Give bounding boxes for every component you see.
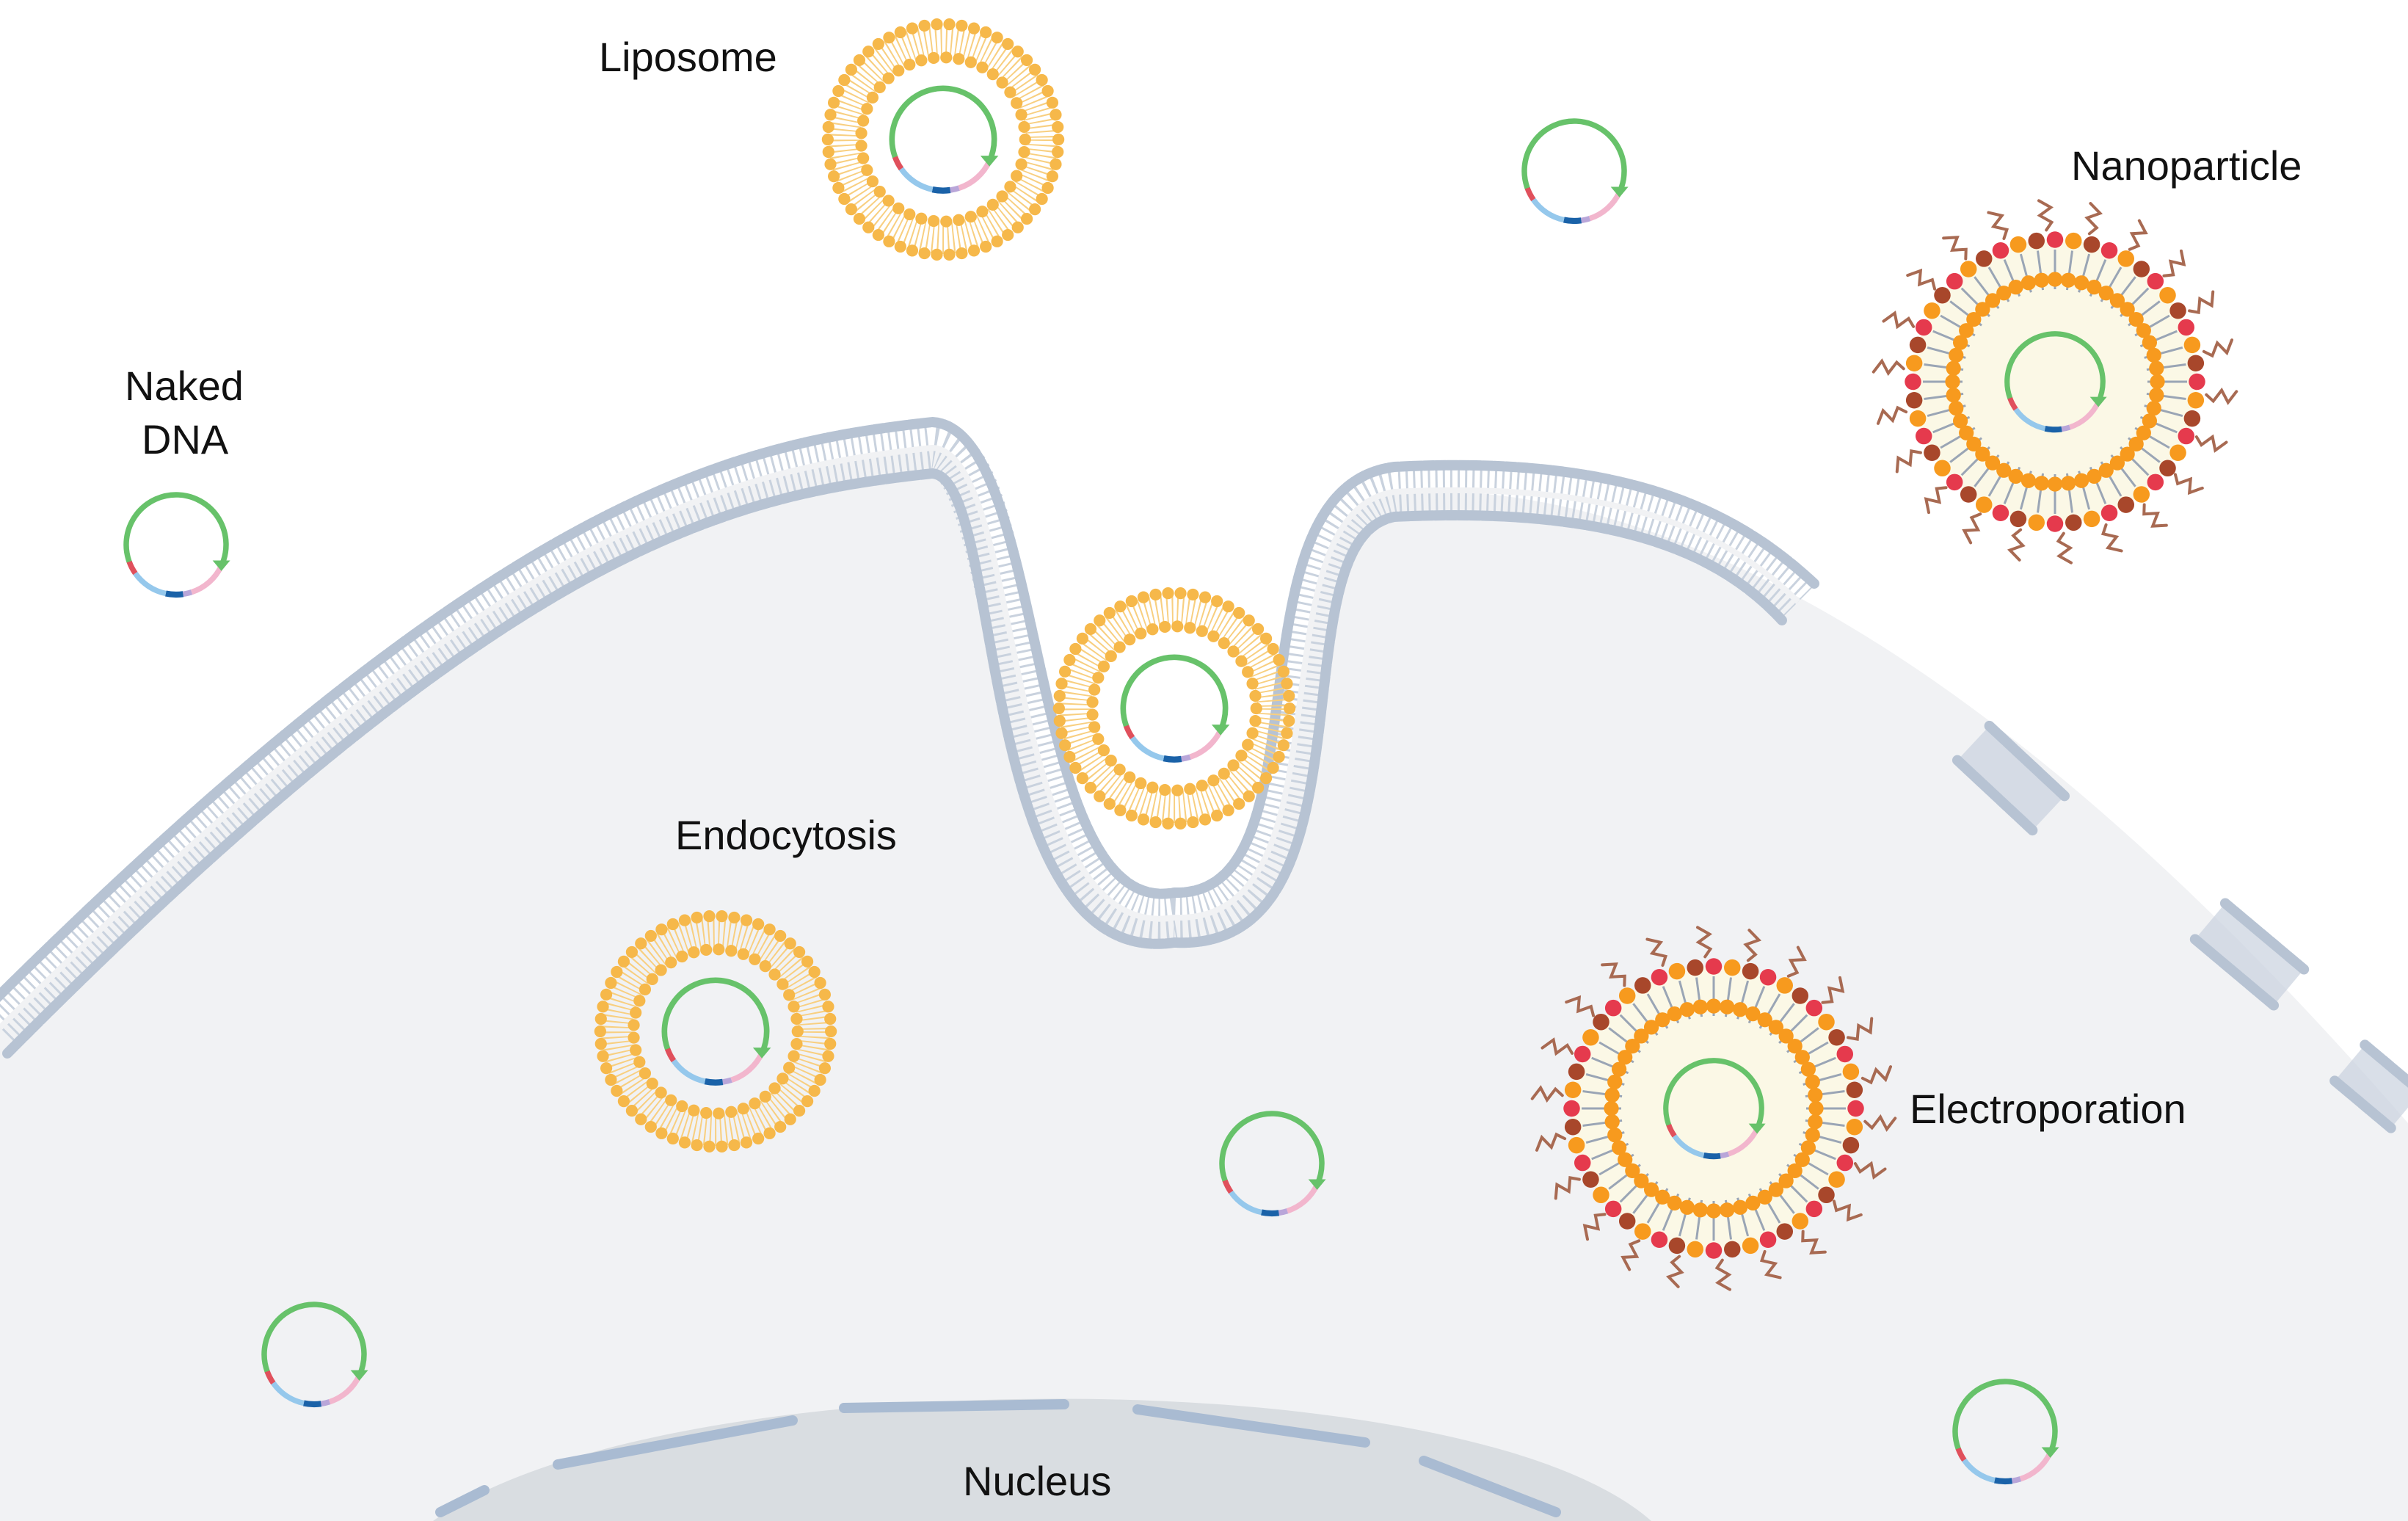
plasmid-cytoplasm-right bbox=[1952, 1379, 2059, 1485]
liposome-outside bbox=[821, 18, 1065, 261]
naked-dna-label-line2: DNA bbox=[142, 416, 229, 462]
liposome-endosome-plasmid bbox=[661, 977, 771, 1086]
liposome-endocytosing bbox=[1052, 587, 1296, 830]
liposome-endocytosing-plasmid bbox=[1120, 654, 1230, 763]
plasmid-cytoplasm-center bbox=[1219, 1111, 1326, 1217]
plasmid-naked-outside bbox=[123, 492, 230, 598]
liposome-endosome bbox=[594, 910, 837, 1153]
nucleus-label: Nucleus bbox=[963, 1458, 1111, 1504]
electroporation-label: Electroporation bbox=[1910, 1086, 2186, 1132]
membrane-fragment bbox=[2189, 898, 2310, 1011]
cytoplasm bbox=[0, 448, 2408, 1521]
naked-dna-label-line1: Naked bbox=[125, 363, 244, 409]
nanoparticle-electroporated bbox=[1530, 926, 1897, 1291]
membrane-fragment bbox=[1952, 720, 2070, 836]
liposome-label: Liposome bbox=[599, 34, 777, 80]
nanoparticle-electroporated-plasmid bbox=[1663, 1058, 1766, 1160]
nucleus bbox=[433, 1398, 1651, 1521]
membrane-fragment bbox=[2329, 1039, 2408, 1133]
plasmid-cytoplasm-left bbox=[261, 1302, 368, 1408]
nanoparticle-label: Nanoparticle bbox=[2071, 142, 2302, 189]
nanoparticle-outside bbox=[1872, 199, 2238, 565]
endocytosis-label: Endocytosis bbox=[675, 812, 897, 858]
nuclear-envelope bbox=[435, 1399, 1561, 1517]
liposome-outside-plasmid bbox=[889, 85, 999, 194]
plasma-membrane bbox=[0, 416, 1819, 1059]
plasmid-free-outside bbox=[1521, 118, 1629, 225]
nanoparticle-outside-plasmid bbox=[2004, 331, 2107, 433]
